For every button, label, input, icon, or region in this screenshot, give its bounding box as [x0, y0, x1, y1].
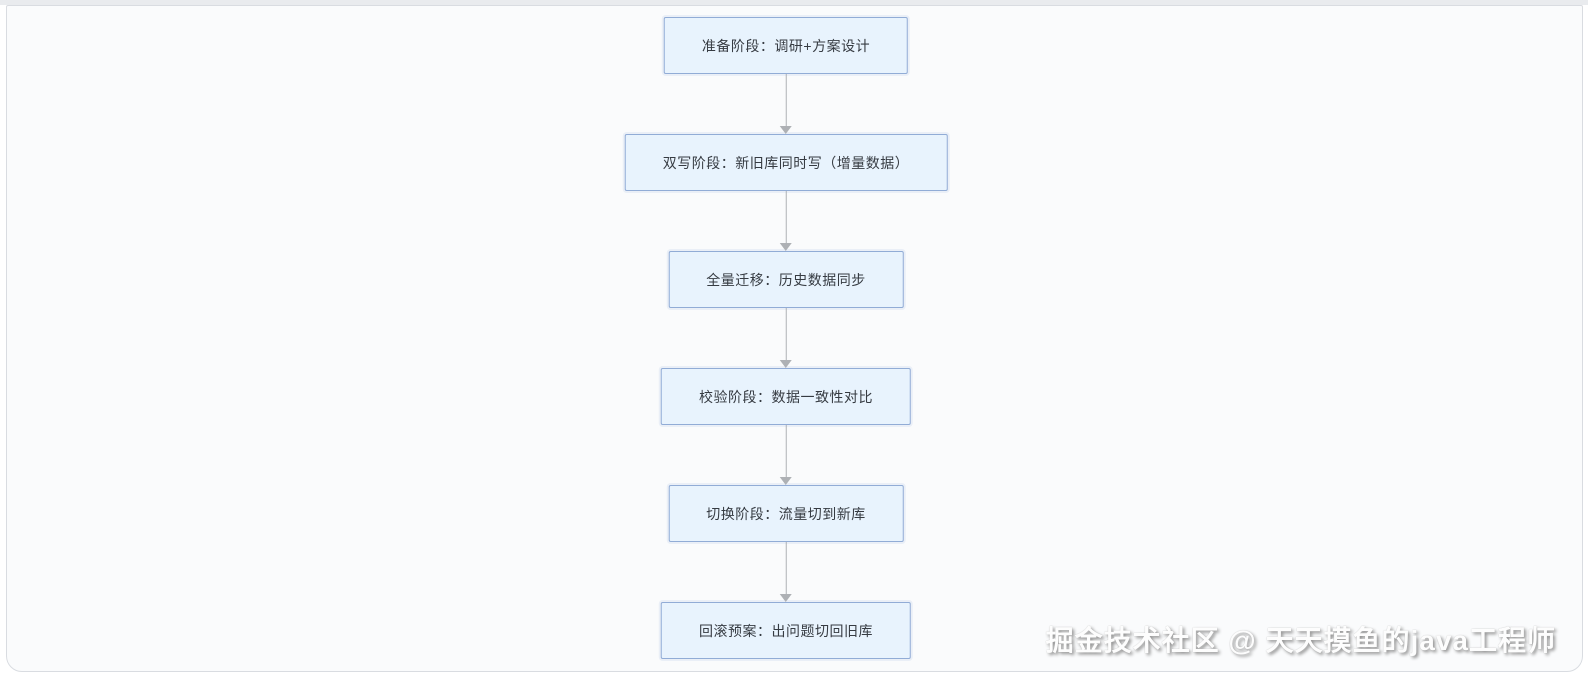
flow-node-double-write: 双写阶段：新旧库同时写（增量数据）	[624, 134, 948, 191]
arrow-head	[780, 243, 792, 251]
arrow-line	[785, 425, 787, 477]
arrow-line	[785, 542, 787, 594]
arrow-head	[780, 126, 792, 134]
arrow-down-icon	[779, 425, 793, 485]
top-strip	[0, 0, 1588, 5]
arrow-head	[780, 477, 792, 485]
flow-node-prepare: 准备阶段：调研+方案设计	[663, 17, 909, 74]
arrow-line	[785, 74, 787, 126]
flow-node-label: 准备阶段：调研+方案设计	[701, 37, 871, 54]
watermark: 掘金技术社区 @ 天天摸鱼的java工程师	[1045, 625, 1556, 656]
flow-node-full-migration: 全量迁移：历史数据同步	[668, 251, 904, 308]
arrow-head	[780, 360, 792, 368]
flowchart: 准备阶段：调研+方案设计 双写阶段：新旧库同时写（增量数据） 全量迁移：历史数据…	[624, 17, 948, 659]
diagram-canvas: 准备阶段：调研+方案设计 双写阶段：新旧库同时写（增量数据） 全量迁移：历史数据…	[6, 5, 1583, 672]
flow-node-verify: 校验阶段：数据一致性对比	[661, 368, 911, 425]
arrow-line	[785, 308, 787, 360]
flow-node-label: 双写阶段：新旧库同时写（增量数据）	[662, 154, 910, 171]
flow-node-label: 全量迁移：历史数据同步	[706, 271, 866, 288]
arrow-down-icon	[779, 308, 793, 368]
flow-node-label: 切换阶段：流量切到新库	[706, 505, 866, 522]
flow-node-label: 回滚预案：出问题切回旧库	[699, 622, 873, 639]
arrow-line	[785, 191, 787, 243]
flow-node-switch: 切换阶段：流量切到新库	[668, 485, 904, 542]
flow-node-rollback: 回滚预案：出问题切回旧库	[661, 602, 911, 659]
flow-node-label: 校验阶段：数据一致性对比	[699, 388, 873, 405]
arrow-down-icon	[779, 542, 793, 602]
arrow-head	[780, 594, 792, 602]
arrow-down-icon	[779, 74, 793, 134]
arrow-down-icon	[779, 191, 793, 251]
